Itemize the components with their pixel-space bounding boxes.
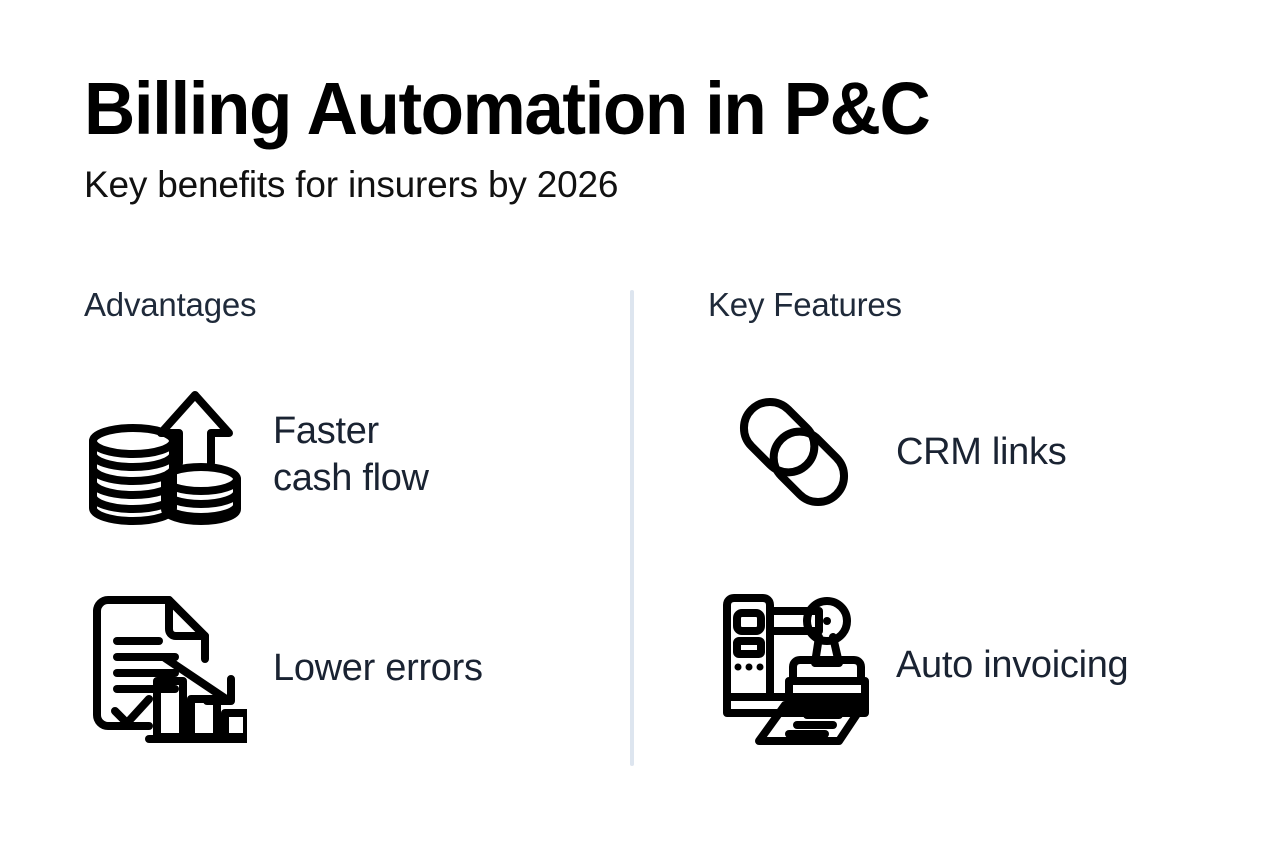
feature-item-crm-links: CRM links [708, 377, 1228, 527]
feature-item-faster-cash-flow: Faster cash flow [84, 377, 604, 532]
automatic-stamping-machine-icon [714, 583, 874, 748]
document-declining-bar-chart-icon [84, 588, 249, 748]
column-heading-advantages: Advantages [84, 286, 257, 323]
feature-label-faster-cash-flow: Faster cash flow [273, 410, 429, 499]
page-subtitle: Key benefits for insurers by 2026 [84, 164, 619, 205]
header: Billing Automation in P&C Key benefits f… [84, 72, 1184, 206]
column-divider [630, 290, 634, 766]
feature-label-crm-links: CRM links [896, 430, 1067, 473]
column-advantages: Advantages [84, 288, 604, 748]
column-key-features: Key Features CRM links [708, 288, 1228, 748]
feature-item-auto-invoicing: Auto invoicing [708, 583, 1228, 748]
coins-stack-up-arrow-icon [84, 377, 249, 532]
feature-label-lower-errors: Lower errors [273, 646, 483, 689]
column-heading-key-features: Key Features [708, 286, 902, 323]
page-title: Billing Automation in P&C [84, 67, 931, 150]
feature-item-lower-errors: Lower errors [84, 588, 604, 748]
columns-container: Advantages [0, 288, 1264, 778]
feature-label-auto-invoicing: Auto invoicing [896, 644, 1129, 687]
chain-link-icon [714, 377, 874, 527]
